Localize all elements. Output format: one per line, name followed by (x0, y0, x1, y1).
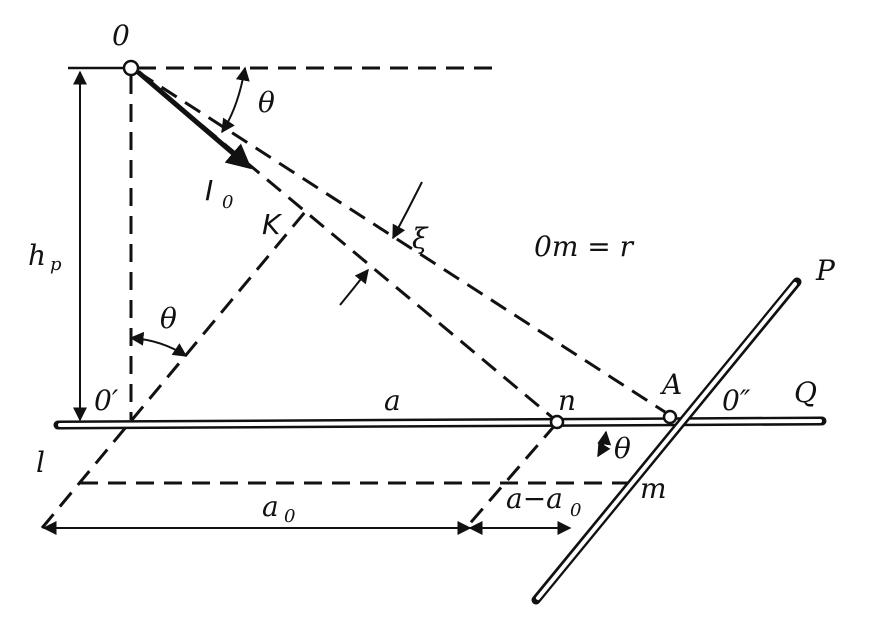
label-l: l (36, 446, 45, 479)
I0-vector (136, 70, 252, 170)
label-h: h (28, 239, 46, 272)
dash-n-down (464, 423, 558, 529)
label-I0-sub: 0 (222, 192, 233, 213)
label-n: n (558, 384, 576, 417)
dash-l-to-K (40, 211, 307, 529)
point-A (662, 409, 678, 425)
label-h-sub: p (50, 254, 62, 275)
theta-arc-left (129, 331, 188, 357)
label-O-dprime: 0″ (722, 384, 751, 417)
label-O-prime: 0′ (94, 384, 119, 417)
label-theta-right: θ (614, 432, 631, 465)
label-a-minus-a0: a−a (506, 482, 563, 515)
label-a-minus-a0-sub: 0 (570, 500, 581, 521)
label-Q: Q (794, 376, 817, 409)
label-a: a (384, 384, 401, 417)
xi-arrow-lower (339, 268, 369, 306)
label-a0-sub: 0 (284, 506, 295, 527)
label-K: K (262, 208, 283, 241)
label-theta-left: θ (160, 302, 177, 335)
label-P: P (815, 254, 836, 287)
xi-arrow-upper (392, 181, 423, 240)
label-A: A (659, 368, 682, 401)
horizontal-rod-inner (58, 419, 822, 427)
point-n (549, 414, 565, 430)
inclined-rod-inner (536, 282, 797, 600)
label-I0: I (205, 174, 213, 207)
theta-arc-top (221, 66, 250, 134)
label-m: m (640, 472, 667, 505)
point-O (122, 59, 140, 77)
label-O: 0 (112, 19, 130, 52)
theta-arc-right (597, 430, 612, 458)
label-xi: ξ (412, 222, 429, 255)
label-a0: a (262, 490, 279, 523)
dash-O-to-A (137, 70, 666, 414)
label-theta-top: θ (258, 86, 275, 119)
label-om-eq: 0m = r (534, 230, 635, 263)
